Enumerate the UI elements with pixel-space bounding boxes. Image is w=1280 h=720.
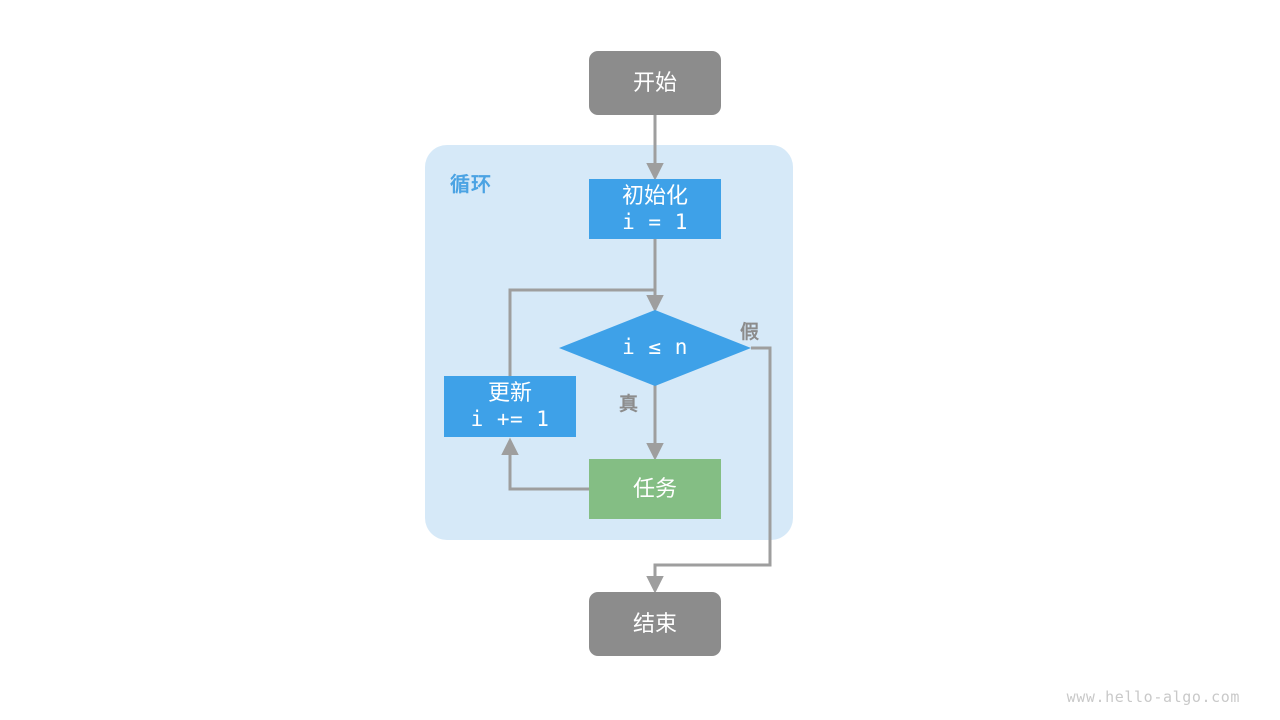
node-condition[interactable] xyxy=(559,310,751,386)
edge-update-to-condition xyxy=(508,288,655,376)
node-init[interactable] xyxy=(589,179,721,239)
loop-group-title: 循环 xyxy=(450,174,492,196)
edge-condition-to-end xyxy=(646,346,772,594)
edge-task-to-update xyxy=(501,437,589,491)
node-task[interactable] xyxy=(589,459,721,519)
node-update[interactable] xyxy=(444,376,576,437)
node-end[interactable] xyxy=(589,592,721,656)
edge-label-false: 假 xyxy=(740,322,760,343)
node-start[interactable] xyxy=(589,51,721,115)
edge-label-true: 真 xyxy=(619,394,639,415)
watermark: www.hello-algo.com xyxy=(1066,688,1240,706)
